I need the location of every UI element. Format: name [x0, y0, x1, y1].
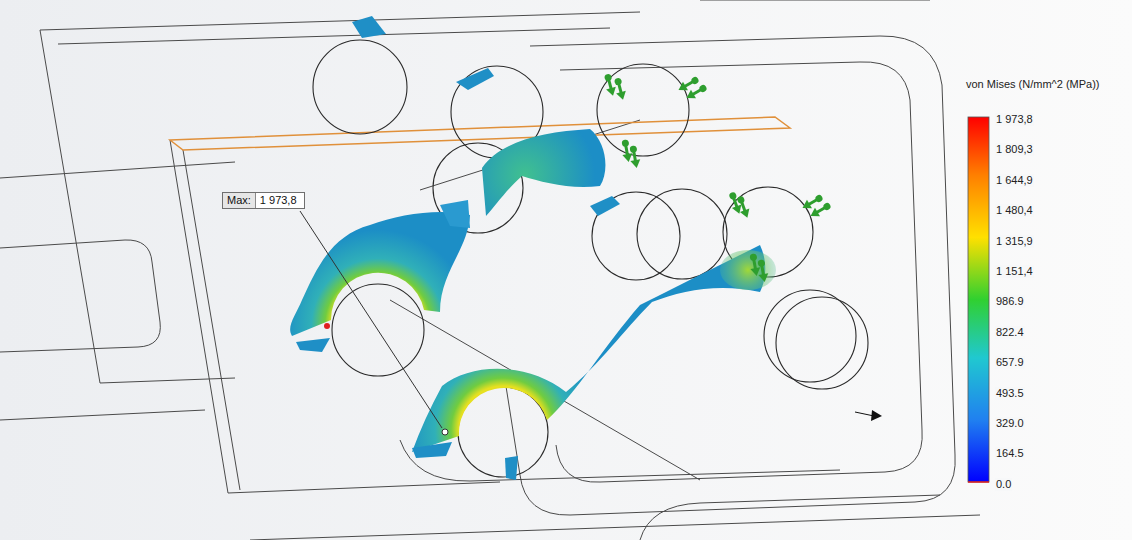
max-point: [324, 323, 330, 329]
max-callout: Max:1 973,8: [222, 192, 305, 209]
edge-line: [0, 162, 235, 178]
scale-value: 1 151,4: [995, 265, 1034, 278]
edge-line: [640, 495, 940, 540]
stress-region: [352, 16, 386, 38]
stress-region: [505, 456, 518, 480]
axis-arrowhead: [871, 410, 882, 421]
scale-value: 0.0: [995, 478, 1012, 491]
edge-line: [170, 140, 500, 493]
scale-value: 657.9: [995, 356, 1025, 369]
edge-line: [40, 12, 640, 30]
scale-value: 1 809,3: [995, 143, 1034, 156]
stress-region: [440, 200, 470, 228]
scale-value: 986.9: [995, 295, 1025, 308]
stress-region: [290, 212, 470, 336]
color-bar: [968, 117, 989, 482]
scale-value: 1 644,9: [995, 174, 1034, 187]
load-arrow: [808, 200, 832, 220]
scale-value: 1 480,4: [995, 204, 1034, 217]
probe-point: [442, 429, 448, 435]
stress-region: [412, 245, 765, 452]
edge-line: [700, 0, 930, 1]
edge-line: [556, 62, 922, 482]
stress-region: [296, 338, 330, 352]
hole: [597, 64, 689, 156]
load-arrow: [756, 259, 770, 283]
hole: [313, 40, 407, 134]
edge-line: [0, 410, 205, 420]
load-arrow: [602, 73, 617, 97]
edge-line: [40, 30, 235, 383]
load-arrow: [684, 82, 708, 102]
leader-line: [300, 211, 442, 428]
stress-region: [456, 68, 494, 90]
load-arrows: [602, 73, 832, 283]
edge-line: [505, 36, 955, 515]
scale-value: 329.0: [995, 417, 1025, 430]
scale-title: von Mises (N/mm^2 (MPa)): [966, 78, 1100, 91]
color-bar-limit: [968, 481, 989, 483]
scale-value: 493.5: [995, 387, 1025, 400]
wireframe: [0, 0, 980, 540]
scale-value: 164.5: [995, 447, 1025, 460]
stress-region: [482, 129, 605, 216]
callout-value: 1 973,8: [255, 193, 304, 208]
selected-face: [170, 117, 790, 150]
edge-line: [250, 515, 980, 540]
edge-line: [400, 440, 840, 481]
edge-line: [58, 28, 610, 44]
edge-line: [0, 240, 160, 352]
stress-isosurfaces: [290, 16, 776, 480]
hole: [776, 297, 868, 389]
stress-hotspot: [720, 250, 776, 290]
hole: [637, 189, 727, 279]
axis-arrow: [855, 412, 874, 416]
load-arrow: [612, 77, 627, 101]
stress-region: [412, 442, 452, 458]
scale-value: 822.4: [995, 326, 1025, 339]
hole: [764, 290, 856, 382]
stress-region: [590, 196, 620, 216]
load-arrow: [735, 195, 752, 220]
load-arrow: [628, 145, 642, 169]
scale-value: 1 315,9: [995, 235, 1034, 248]
callout-caption: Max:: [223, 193, 255, 208]
scale-value: 1 973,8: [995, 113, 1034, 126]
